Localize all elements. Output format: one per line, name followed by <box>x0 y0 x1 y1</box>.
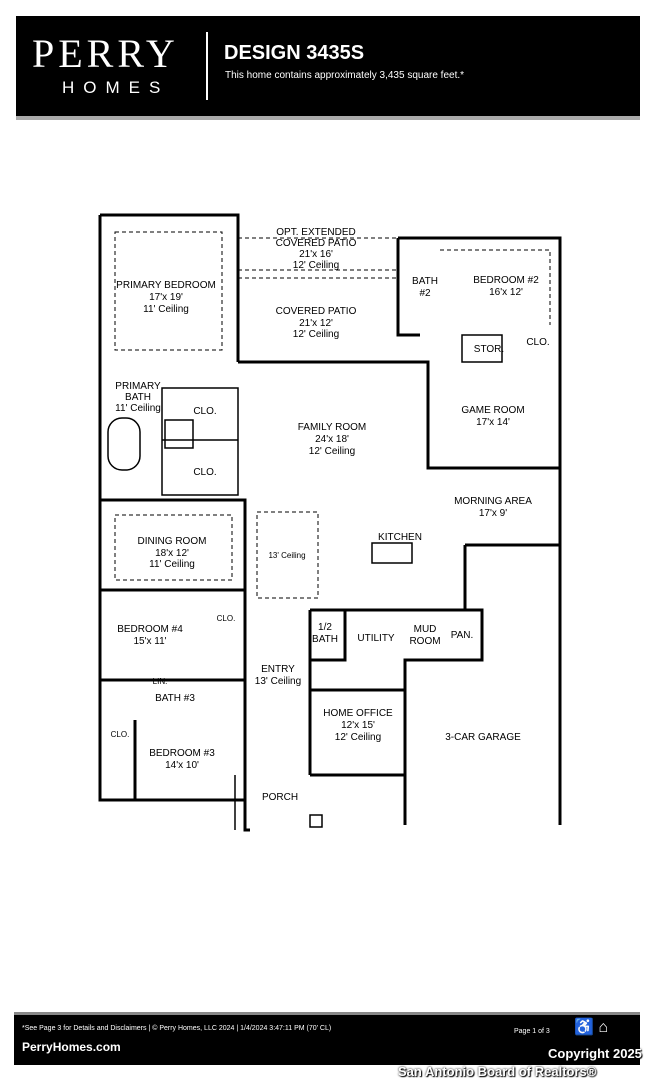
walls <box>98 213 562 832</box>
label-lin: LIN. <box>153 677 168 686</box>
label-primary-bath-2: BATH <box>125 392 151 403</box>
label-entry-ceiling: 13' Ceiling <box>255 676 301 687</box>
design-title: DESIGN 3435S <box>224 42 365 64</box>
label-utility: UTILITY <box>357 633 395 644</box>
label-opt-patio-3: 21'x 16' <box>299 249 333 260</box>
watermark-copyright: Copyright 2025 <box>548 1046 642 1061</box>
label-covered-patio: COVERED PATIO <box>276 306 357 317</box>
label-opt-patio-2: COVERED PATIO <box>276 238 357 249</box>
label-home-office-size: 12'x 15' <box>341 720 375 731</box>
footer-banner: *See Page 3 for Details and Disclaimers … <box>14 1012 640 1065</box>
label-home-office: HOME OFFICE <box>323 708 393 719</box>
label-primary-bedroom: PRIMARY BEDROOM <box>116 280 216 291</box>
page-number: Page 1 of 3 <box>514 1028 550 1035</box>
label-porch: PORCH <box>262 792 298 803</box>
label-clo-1: CLO. <box>193 406 216 417</box>
label-clo-2: CLO. <box>193 467 216 478</box>
label-garage: 3-CAR GARAGE <box>445 732 521 743</box>
label-entry: ENTRY <box>261 664 295 675</box>
label-kitchen: KITCHEN <box>378 532 422 543</box>
website-link[interactable]: PerryHomes.com <box>22 1040 121 1054</box>
label-primary-bedroom-ceiling: 11' Ceiling <box>143 304 189 315</box>
label-family-room-size: 24'x 18' <box>315 434 349 445</box>
label-game-room: GAME ROOM <box>461 405 524 416</box>
label-pan: PAN. <box>451 630 474 641</box>
label-bath3: BATH #3 <box>155 693 195 704</box>
label-mud-room: MUD <box>414 624 437 635</box>
label-mud-room-2: ROOM <box>409 636 440 647</box>
watermark-board: San Antonio Board of Realtors® <box>398 1064 597 1079</box>
label-half-bath: 1/2 <box>318 622 332 633</box>
label-morning-area: MORNING AREA <box>454 496 532 507</box>
label-dining-room: DINING ROOM <box>138 536 207 547</box>
square-footage: This home contains approximately 3,435 s… <box>225 70 465 81</box>
label-home-office-ceiling: 12' Ceiling <box>335 732 381 743</box>
logo-homes: HOMES <box>62 78 170 97</box>
label-gallery-ceiling: 13' Ceiling <box>268 551 305 560</box>
disclaimer: *See Page 3 for Details and Disclaimers … <box>22 1025 332 1032</box>
label-covered-patio-size: 21'x 12' <box>299 318 333 329</box>
label-bedroom3-size: 14'x 10' <box>165 760 199 771</box>
label-bath2-num: #2 <box>419 288 431 299</box>
label-opt-patio-1: OPT. EXTENDED <box>276 227 355 238</box>
label-family-room: FAMILY ROOM <box>298 422 367 433</box>
equal-housing-icon: ⌂ <box>598 1019 609 1036</box>
label-bedroom2: BEDROOM #2 <box>473 275 539 286</box>
label-dining-room-size: 18'x 12' <box>155 548 189 559</box>
label-game-room-size: 17'x 14' <box>476 417 510 428</box>
label-morning-area-size: 17'x 9' <box>479 508 507 519</box>
label-bath2: BATH <box>412 276 438 287</box>
label-opt-patio-4: 12' Ceiling <box>293 260 339 271</box>
label-covered-patio-ceiling: 12' Ceiling <box>293 329 339 340</box>
label-primary-bath: PRIMARY <box>115 381 161 392</box>
label-primary-bedroom-size: 17'x 19' <box>149 292 183 303</box>
header-banner: PERRY HOMES DESIGN 3435S This home conta… <box>16 16 640 120</box>
label-clo-bed2: CLO. <box>526 337 549 348</box>
label-clo-bed4: CLO. <box>217 614 236 623</box>
header-divider <box>206 32 208 100</box>
dashed-lines <box>114 231 551 599</box>
label-bedroom3: BEDROOM #3 <box>149 748 215 759</box>
label-bedroom4: BEDROOM #4 <box>117 624 183 635</box>
logo-perry: PERRY <box>32 31 179 76</box>
label-bedroom2-size: 16'x 12' <box>489 287 523 298</box>
label-family-room-ceiling: 12' Ceiling <box>309 446 355 457</box>
interior-details <box>107 334 503 830</box>
label-clo-bed3: CLO. <box>111 730 130 739</box>
label-bedroom4-size: 15'x 11' <box>133 636 166 647</box>
label-half-bath-2: BATH <box>312 634 338 645</box>
label-stor: STOR. <box>474 344 504 355</box>
label-dining-room-ceiling: 11' Ceiling <box>149 559 195 570</box>
accessibility-icon: ♿ ⌂ <box>574 1019 609 1036</box>
label-primary-bath-ceiling: 11' Ceiling <box>115 403 161 414</box>
